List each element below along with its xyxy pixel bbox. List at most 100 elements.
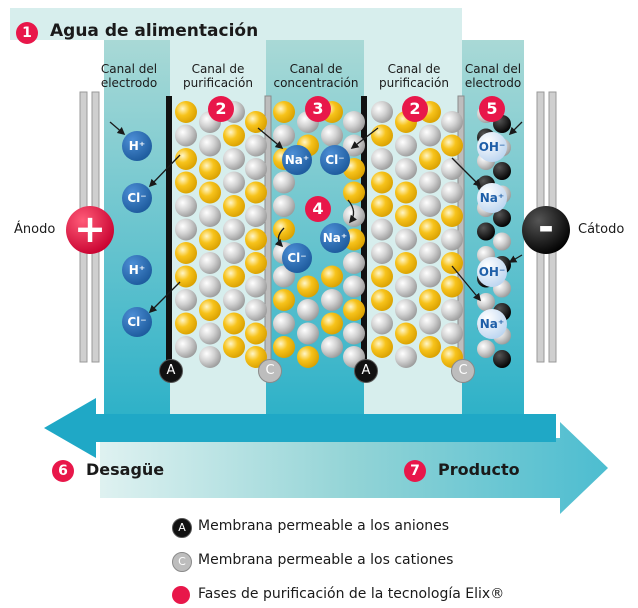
cation-resin-bead	[199, 252, 221, 274]
anion-resin-bead	[371, 265, 393, 288]
label-purification-right: Canal de purificación	[379, 62, 449, 90]
anion-resin-bead	[441, 252, 463, 274]
anion-resin-bead	[199, 158, 221, 180]
anion-resin-bead	[371, 195, 393, 217]
anion-resin-bead	[441, 205, 463, 227]
step-badge-6: 6	[52, 460, 74, 482]
label-electrode-left: Canal del electrodo	[100, 62, 158, 90]
drain-arrow	[44, 398, 556, 458]
ion-cl-2: Cl⁻	[122, 307, 152, 337]
ion-na-4: Na⁺	[477, 309, 507, 339]
membrane-anion-2	[361, 96, 367, 364]
cation-resin-bead	[419, 312, 441, 335]
anion-resin-bead	[223, 336, 245, 358]
ion-oh-2: OH⁻	[477, 257, 507, 287]
cation-resin-bead	[371, 242, 393, 264]
cation-resin-bead	[441, 158, 463, 180]
cation-resin-bead	[441, 322, 463, 345]
anion-resin-bead	[175, 148, 197, 170]
cation-resin-bead	[199, 205, 221, 227]
anion-resin-bead	[419, 289, 441, 311]
legend-phase-mark	[172, 586, 190, 604]
anion-resin-bead	[223, 195, 245, 217]
cation-resin-bead	[175, 195, 197, 217]
electrode-bead	[493, 162, 511, 180]
cation-resin-bead	[245, 134, 267, 157]
anion-resin-bead	[395, 252, 417, 274]
membrane-cation-2	[457, 95, 465, 365]
anion-resin-bead	[395, 205, 417, 227]
legend-anion-mark: A	[172, 518, 192, 538]
label-concentration: Canal de concentración	[273, 62, 359, 90]
ion-oh-1: OH⁻	[477, 132, 507, 162]
product-arrow	[100, 422, 608, 514]
electrode-bead	[477, 222, 495, 241]
anion-resin-bead	[245, 228, 267, 251]
ion-h-2: H⁺	[122, 255, 152, 285]
ion-na-1: Na⁺	[282, 145, 312, 175]
anode-sign: +	[74, 207, 106, 251]
cation-resin-bead	[343, 275, 365, 298]
cation-resin-bead	[175, 124, 197, 147]
anion-resin-bead	[199, 299, 221, 321]
membrane-mark-c-2: C	[451, 359, 475, 383]
anode-label: Ánodo	[14, 222, 56, 237]
electrode-channel-left	[104, 40, 170, 418]
cation-resin-bead	[199, 134, 221, 157]
anion-resin-bead	[273, 218, 295, 241]
anion-resin-bead	[175, 312, 197, 335]
anion-resin-bead	[175, 242, 197, 264]
anion-resin-bead	[297, 275, 319, 298]
electrode-bead	[477, 340, 495, 358]
anion-resin-bead	[273, 289, 295, 311]
anion-resin-bead	[199, 181, 221, 204]
cation-resin-bead	[395, 158, 417, 180]
cation-resin-bead	[245, 158, 267, 180]
anion-resin-bead	[343, 299, 365, 321]
anion-resin-bead	[371, 124, 393, 147]
cation-resin-bead	[371, 101, 393, 123]
cation-resin-bead	[371, 148, 393, 170]
step-badge-2-right: 2	[402, 96, 428, 122]
cation-resin-bead	[223, 242, 245, 264]
ion-cl-4: Cl⁻	[282, 243, 312, 273]
cation-resin-bead	[343, 111, 365, 133]
cation-resin-bead	[245, 299, 267, 321]
cation-resin-bead	[419, 124, 441, 147]
cation-resin-bead	[297, 299, 319, 321]
legend-anion-text: Membrana permeable a los aniones	[198, 518, 450, 534]
cathode-sign: -	[538, 205, 554, 249]
legend-phase-text: Fases de purificación de la tecnología E…	[198, 586, 505, 602]
anion-resin-bead	[273, 336, 295, 358]
cation-resin-bead	[395, 275, 417, 298]
feed-water-title: Agua de alimentación	[50, 21, 259, 41]
legend-cation-text: Membrana permeable a los cationes	[198, 552, 454, 568]
cation-resin-bead	[321, 336, 343, 358]
electrode-bead	[477, 293, 495, 311]
anion-resin-bead	[273, 101, 295, 123]
anion-resin-bead	[297, 346, 319, 368]
cation-resin-bead	[419, 171, 441, 194]
ion-na-3: Na⁺	[477, 183, 507, 213]
step-badge-2-left: 2	[208, 96, 234, 122]
cation-resin-bead	[223, 171, 245, 194]
anion-resin-bead	[419, 218, 441, 241]
anion-resin-bead	[321, 265, 343, 288]
anion-resin-bead	[371, 171, 393, 194]
cathode	[522, 206, 570, 254]
drain-label: Desagüe	[86, 460, 165, 479]
cation-resin-bead	[395, 346, 417, 368]
ion-cl-3: Cl⁻	[320, 145, 350, 175]
cation-resin-bead	[273, 171, 295, 194]
cation-resin-bead	[199, 322, 221, 345]
step-badge-4: 4	[305, 196, 331, 222]
membrane-mark-a-1: A	[159, 359, 183, 383]
cation-resin-bead	[441, 181, 463, 204]
anion-resin-bead	[441, 134, 463, 157]
anion-resin-bead	[175, 265, 197, 288]
anion-resin-bead	[245, 252, 267, 274]
cation-resin-bead	[297, 322, 319, 345]
cation-resin-bead	[441, 299, 463, 321]
feed-water-band	[10, 8, 462, 40]
